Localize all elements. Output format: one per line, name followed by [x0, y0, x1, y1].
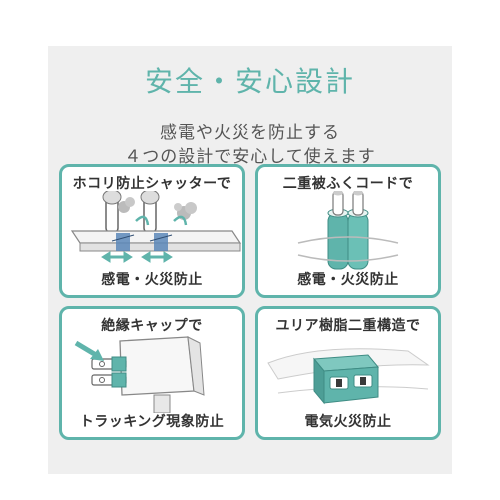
feature-card-insulating-cap: 絶縁キャップで トラッキング現象防止 [59, 306, 245, 440]
card-footer: 感電・火災防止 [297, 272, 399, 288]
pointer-arrow-icon [74, 340, 104, 361]
cord-icon [297, 191, 399, 270]
card-heading: ホコリ防止シャッターで [72, 176, 232, 192]
urea-resin-illustration [267, 348, 430, 405]
page-title: 安全・安心設計 [144, 65, 355, 98]
plug-blade-icon [91, 356, 127, 388]
card-footer: 電気火災防止 [304, 414, 392, 430]
subtitle-line-2: ４つの設計で安心して使えます [124, 147, 376, 167]
card-heading: 絶縁キャップで [101, 318, 203, 334]
outlet-shutter-icon [70, 230, 242, 252]
feature-card-dust-shutter: ホコリ防止シャッターで [59, 164, 245, 298]
subtitle-line-1: 感電や火災を防止する [160, 123, 340, 143]
dust-icon [118, 197, 197, 220]
insulating-cap-illustration [74, 336, 205, 413]
plug-prong-icon [102, 191, 160, 234]
card-footer: トラッキング現象防止 [79, 414, 225, 430]
slide-arrow-icon [101, 215, 188, 263]
plug-body-icon [119, 336, 205, 413]
card-heading: ユリア樹脂二重構造で [275, 318, 421, 334]
double-cord-illustration [297, 191, 399, 270]
dust-shutter-illustration [70, 191, 242, 263]
feature-card-urea-resin: ユリア樹脂二重構造で 電気火災防止 [255, 306, 441, 440]
feature-card-double-cord: 二重被ふくコードで 感電・火災防止 [255, 164, 441, 298]
card-footer: 感電・火災防止 [101, 272, 203, 288]
outlet-block-icon [267, 348, 430, 405]
card-heading: 二重被ふくコードで [282, 176, 414, 192]
